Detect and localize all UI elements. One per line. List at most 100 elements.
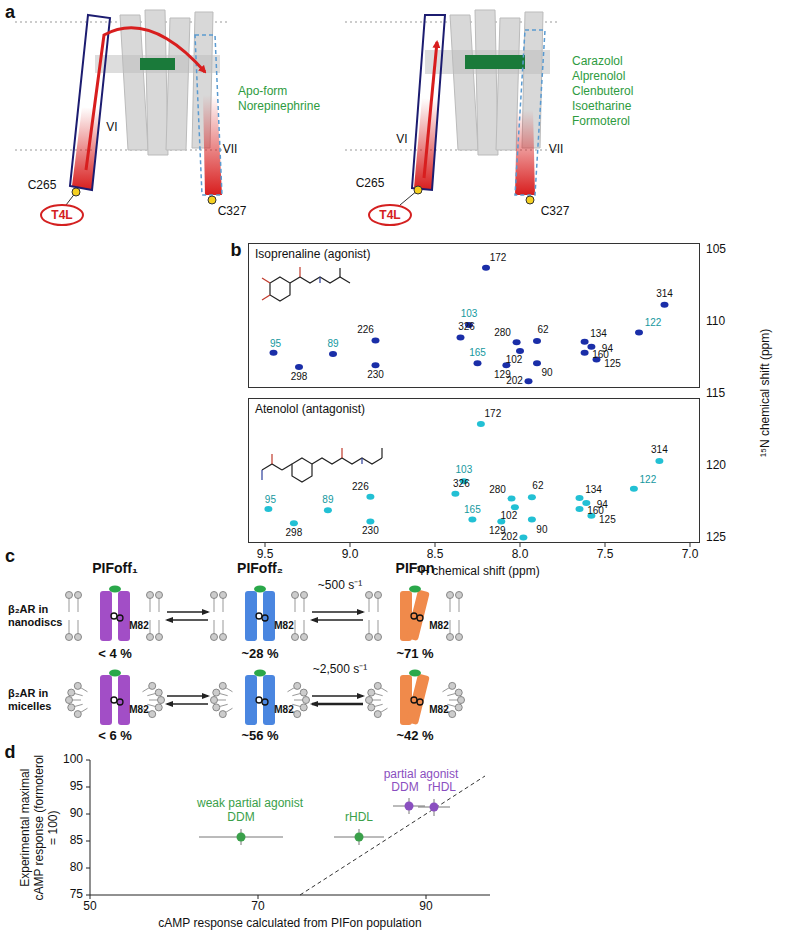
condition-label: DDM xyxy=(227,811,254,825)
lipid-tail xyxy=(378,620,379,634)
nmr-peak xyxy=(508,496,516,502)
nmr-peak xyxy=(329,351,337,357)
peak-label: 230 xyxy=(362,526,379,538)
nmr-peak xyxy=(264,506,272,512)
peak-label: 102 xyxy=(506,354,523,366)
population: ~71 % xyxy=(396,647,433,662)
lipid-head xyxy=(375,592,382,599)
axis-title: ¹H chemical shift (ppm) xyxy=(416,565,539,579)
nmr-peak xyxy=(655,458,663,464)
residue-label: M82 xyxy=(429,704,448,716)
side-chain xyxy=(111,697,117,703)
tick-label: 75 xyxy=(70,888,83,902)
population: < 4 % xyxy=(98,647,132,662)
residue-label: M82 xyxy=(129,704,148,716)
t4l-lobe: T4L xyxy=(40,204,84,226)
lipid-head xyxy=(66,592,73,599)
helix-shape xyxy=(100,675,112,725)
nmr-peak xyxy=(457,334,465,340)
side-chain xyxy=(417,615,423,621)
peak-label: 134 xyxy=(585,484,602,496)
cysteine-label: C265 xyxy=(28,179,57,193)
helix-shape xyxy=(406,674,430,725)
lipid-tail xyxy=(78,598,79,612)
nmr-peak xyxy=(270,350,278,356)
lipid-head xyxy=(211,697,218,704)
peak-label: 95 xyxy=(265,494,276,506)
tick-label: 95 xyxy=(70,780,83,794)
tick-label: 115 xyxy=(706,387,725,401)
nmr-peak xyxy=(372,362,380,368)
tick-label: 120 xyxy=(706,459,726,473)
equilibrium-arrow xyxy=(167,611,208,612)
peak-label: 103 xyxy=(456,465,473,477)
exchange-rate: ~2,500 s⁻¹ xyxy=(313,663,367,677)
lipid-tail xyxy=(459,598,460,612)
state-header: PIFoff₁ xyxy=(92,560,137,576)
lipid-tail xyxy=(69,598,70,612)
equilibrium-arrow xyxy=(167,695,208,696)
side-chain xyxy=(117,699,123,705)
lobe-name: T4L xyxy=(51,208,72,222)
lipid-tail xyxy=(459,620,460,634)
lipid-head xyxy=(458,697,465,704)
helix-label: VII xyxy=(223,143,238,157)
side-chain xyxy=(262,699,268,705)
nmr-peak xyxy=(587,344,595,350)
population: ~28 % xyxy=(241,647,278,662)
nmr-peak xyxy=(324,507,332,513)
peak-label: 62 xyxy=(537,324,548,336)
lipid-head xyxy=(449,711,456,718)
side-chain xyxy=(256,697,262,703)
nmr-peak xyxy=(581,350,589,356)
lipid-head xyxy=(366,634,373,641)
tick-label: 90 xyxy=(419,900,432,914)
nmr-peak xyxy=(482,265,490,271)
lipid-head xyxy=(68,689,75,696)
nmr-peak xyxy=(477,421,485,427)
tick-label: 105 xyxy=(706,243,726,257)
group-label: partial agonist xyxy=(384,768,459,782)
residue-label: M82 xyxy=(129,620,148,632)
peak-label: 89 xyxy=(327,338,338,350)
lipid-head xyxy=(455,689,462,696)
ligand-name: Carazolol xyxy=(572,55,623,69)
lipid-head xyxy=(374,682,381,689)
equilibrium-arrow xyxy=(167,619,208,620)
lipid-head xyxy=(375,634,382,641)
lipid-head xyxy=(219,711,226,718)
residue-label: M82 xyxy=(429,620,448,632)
cysteine-label: C265 xyxy=(356,177,385,191)
lipid-tail xyxy=(295,598,296,612)
lipid-tail xyxy=(369,620,370,634)
nmr-peak xyxy=(474,360,482,366)
peak-label: 95 xyxy=(270,338,281,350)
row-label: β₂AR in micelles xyxy=(8,687,66,712)
lipid-tail xyxy=(304,620,305,634)
lipid-tail xyxy=(450,620,451,634)
lipid-head xyxy=(455,704,462,711)
lipid-head xyxy=(449,682,456,689)
equilibrium-arrow xyxy=(167,703,208,704)
peak-label: 165 xyxy=(464,504,481,516)
nmr-peak xyxy=(468,517,476,523)
lipid-head xyxy=(155,704,162,711)
lipid-head xyxy=(66,697,73,704)
peak-label: 202 xyxy=(501,532,518,544)
state-header: PIFon xyxy=(396,560,435,576)
helix-shape xyxy=(263,675,275,725)
equilibrium-arrow xyxy=(312,695,363,696)
equilibrium-arrow xyxy=(312,611,363,612)
spectrum-frame: Atenolol (antagonist) xyxy=(248,398,700,543)
side-chain xyxy=(117,615,123,621)
tick-label: 7.5 xyxy=(597,548,614,562)
peak-label: 298 xyxy=(286,528,303,540)
nmr-peak xyxy=(533,338,541,344)
lipid-tail xyxy=(214,598,215,612)
helix-label: VII xyxy=(549,143,564,157)
lipid-head xyxy=(147,592,154,599)
lipid-head xyxy=(301,634,308,641)
lipid-head xyxy=(294,711,301,718)
nmr-peak xyxy=(516,348,524,354)
nmr-peak xyxy=(533,360,541,366)
